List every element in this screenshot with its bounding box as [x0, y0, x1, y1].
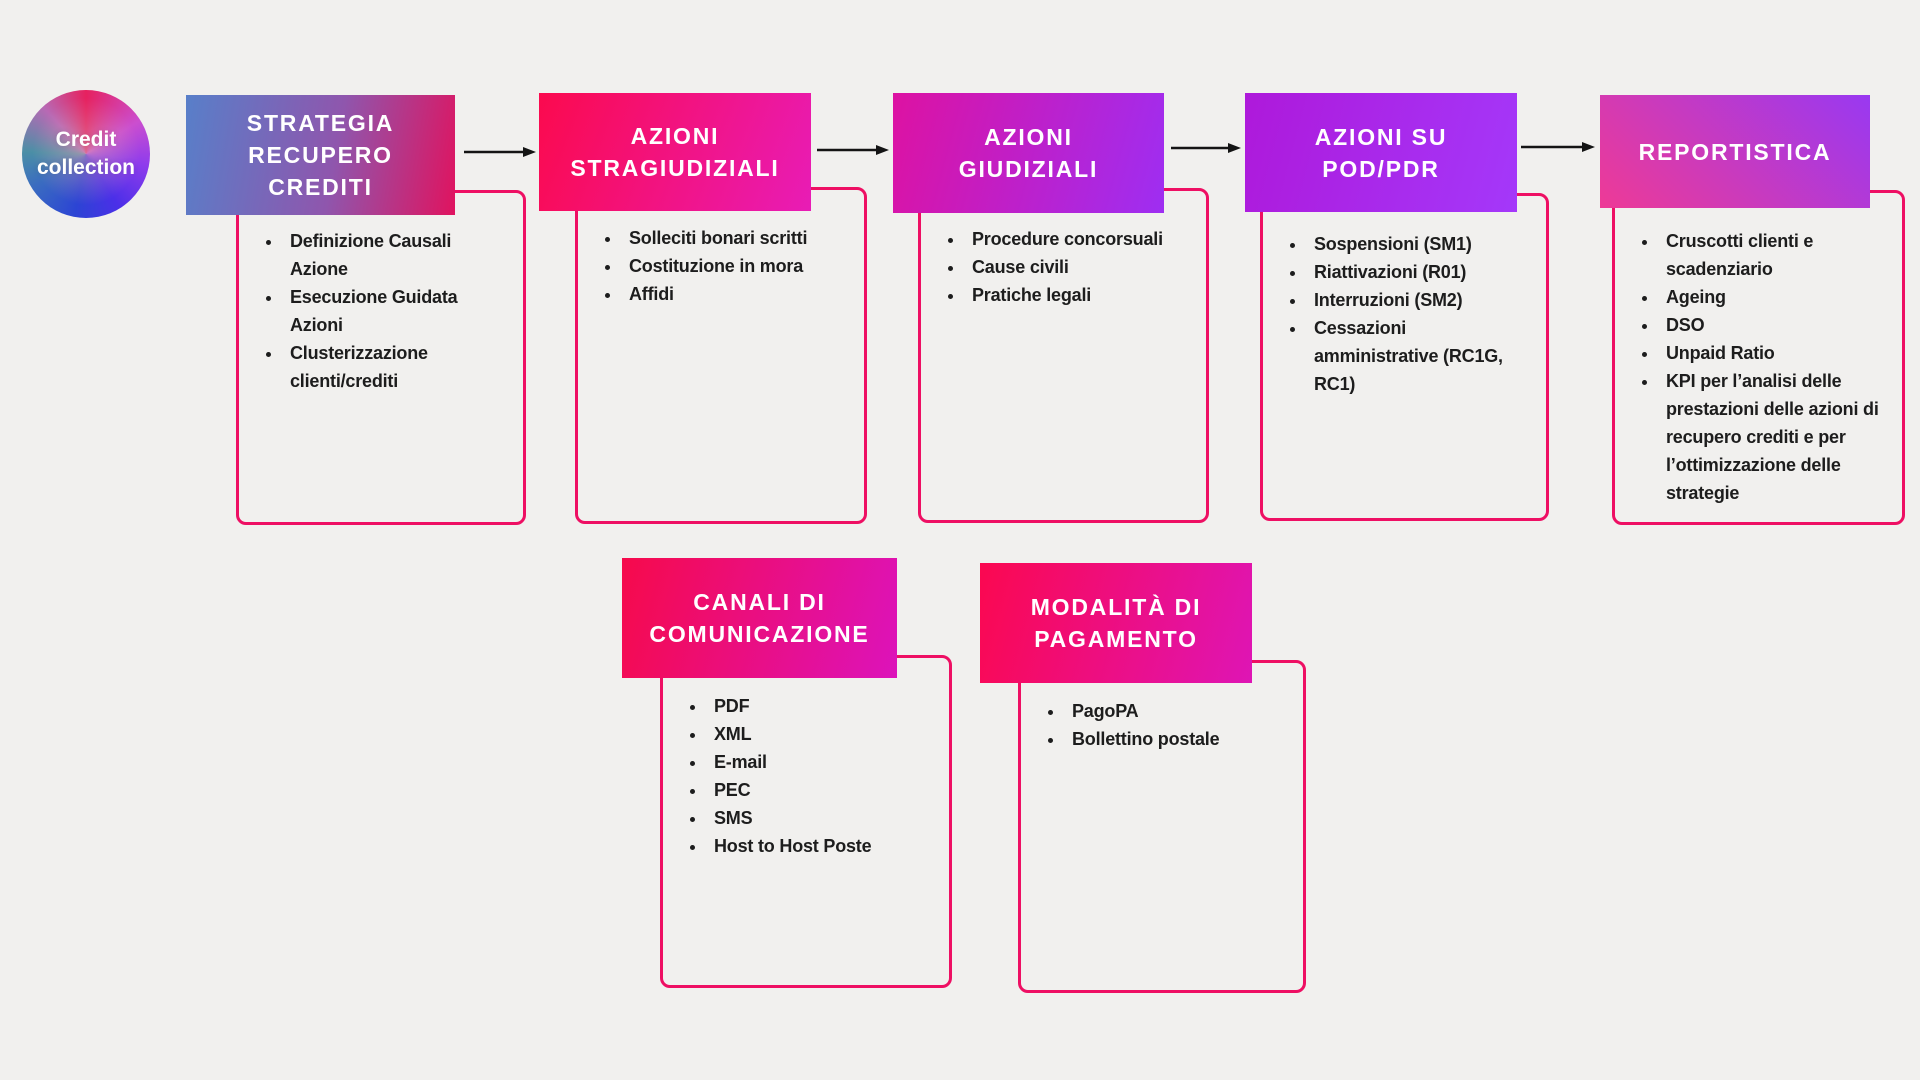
arrow-right-icon	[463, 145, 537, 159]
pagamento-header-box: MODALITÀ DI PAGAMENTO	[980, 563, 1252, 683]
pod-pdr-header-box: AZIONI SU POD/PDR	[1245, 93, 1517, 212]
list-item: Affidi	[622, 280, 850, 308]
list-item: PDF	[707, 692, 935, 720]
arrow-right-icon	[1170, 141, 1242, 155]
list-item: Costituzione in mora	[622, 252, 850, 280]
stragiudiziali-detail-panel: Solleciti bonari scrittiCostituzione in …	[575, 187, 867, 524]
strategia-header-box: STRATEGIA RECUPERO CREDITI	[186, 95, 455, 215]
reportistica-detail-panel: Cruscotti clienti e scadenziarioAgeingDS…	[1612, 190, 1905, 525]
pagamento-item-list: PagoPABollettino postale	[1021, 663, 1303, 767]
stragiudiziali-header-box: AZIONI STRAGIUDIZIALI	[539, 93, 811, 211]
stragiudiziali-item-list: Solleciti bonari scrittiCostituzione in …	[578, 190, 864, 322]
list-item: Sospensioni (SM1)	[1307, 230, 1532, 258]
list-item: Pratiche legali	[965, 281, 1192, 309]
pod-pdr-detail-panel: Sospensioni (SM1)Riattivazioni (R01)Inte…	[1260, 193, 1549, 521]
list-item: DSO	[1659, 311, 1888, 339]
list-item: E-mail	[707, 748, 935, 776]
list-item: Definizione Causali Azione	[283, 227, 509, 283]
canali-item-list: PDFXMLE-mailPECSMSHost to Host Poste	[663, 658, 949, 874]
canali-detail-panel: PDFXMLE-mailPECSMSHost to Host Poste	[660, 655, 952, 988]
list-item: XML	[707, 720, 935, 748]
list-item: Procedure concorsuali	[965, 225, 1192, 253]
list-item: Esecuzione Guidata Azioni	[283, 283, 509, 339]
list-item: Bollettino postale	[1065, 725, 1289, 753]
giudiziali-title: AZIONI GIUDIZIALI	[958, 124, 1099, 182]
stragiudiziali-title: AZIONI STRAGIUDIZIALI	[570, 123, 780, 181]
reportistica-header-box: REPORTISTICA	[1600, 95, 1870, 208]
arrow-right-icon	[816, 143, 890, 157]
pagamento-detail-panel: PagoPABollettino postale	[1018, 660, 1306, 993]
list-item: SMS	[707, 804, 935, 832]
list-item: Interruzioni (SM2)	[1307, 286, 1532, 314]
pod-pdr-title: AZIONI SU POD/PDR	[1314, 123, 1448, 182]
strategia-title: STRATEGIA RECUPERO CREDITI	[246, 110, 395, 200]
pod-pdr-item-list: Sospensioni (SM1)Riattivazioni (R01)Inte…	[1263, 196, 1546, 412]
credit-collection-sphere: Credit collection	[22, 90, 150, 218]
list-item: PagoPA	[1065, 697, 1289, 725]
giudiziali-header-box: AZIONI GIUDIZIALI	[893, 93, 1164, 213]
pagamento-title: MODALITÀ DI PAGAMENTO	[1030, 594, 1202, 652]
list-item: Cause civili	[965, 253, 1192, 281]
list-item: Cessazioni amministrative (RC1G, RC1)	[1307, 314, 1532, 398]
strategia-item-list: Definizione Causali AzioneEsecuzione Gui…	[239, 193, 523, 409]
reportistica-item-list: Cruscotti clienti e scadenziarioAgeingDS…	[1615, 193, 1902, 521]
list-item: Ageing	[1659, 283, 1888, 311]
reportistica-title: REPORTISTICA	[1638, 138, 1832, 165]
canali-title: CANALI DI COMUNICAZIONE	[649, 589, 870, 647]
list-item: PEC	[707, 776, 935, 804]
giudiziali-item-list: Procedure concorsualiCause civiliPratich…	[921, 191, 1206, 323]
strategia-detail-panel: Definizione Causali AzioneEsecuzione Gui…	[236, 190, 526, 525]
giudiziali-detail-panel: Procedure concorsualiCause civiliPratich…	[918, 188, 1209, 523]
list-item: Host to Host Poste	[707, 832, 935, 860]
list-item: Riattivazioni (R01)	[1307, 258, 1532, 286]
list-item: Cruscotti clienti e scadenziario	[1659, 227, 1888, 283]
list-item: Solleciti bonari scritti	[622, 224, 850, 252]
list-item: Clusterizzazione clienti/crediti	[283, 339, 509, 395]
arrow-right-icon	[1520, 140, 1596, 154]
sphere-label: Credit collection	[36, 128, 136, 179]
list-item: KPI per l’analisi delle prestazioni dell…	[1659, 367, 1888, 507]
list-item: Unpaid Ratio	[1659, 339, 1888, 367]
canali-header-box: CANALI DI COMUNICAZIONE	[622, 558, 897, 678]
